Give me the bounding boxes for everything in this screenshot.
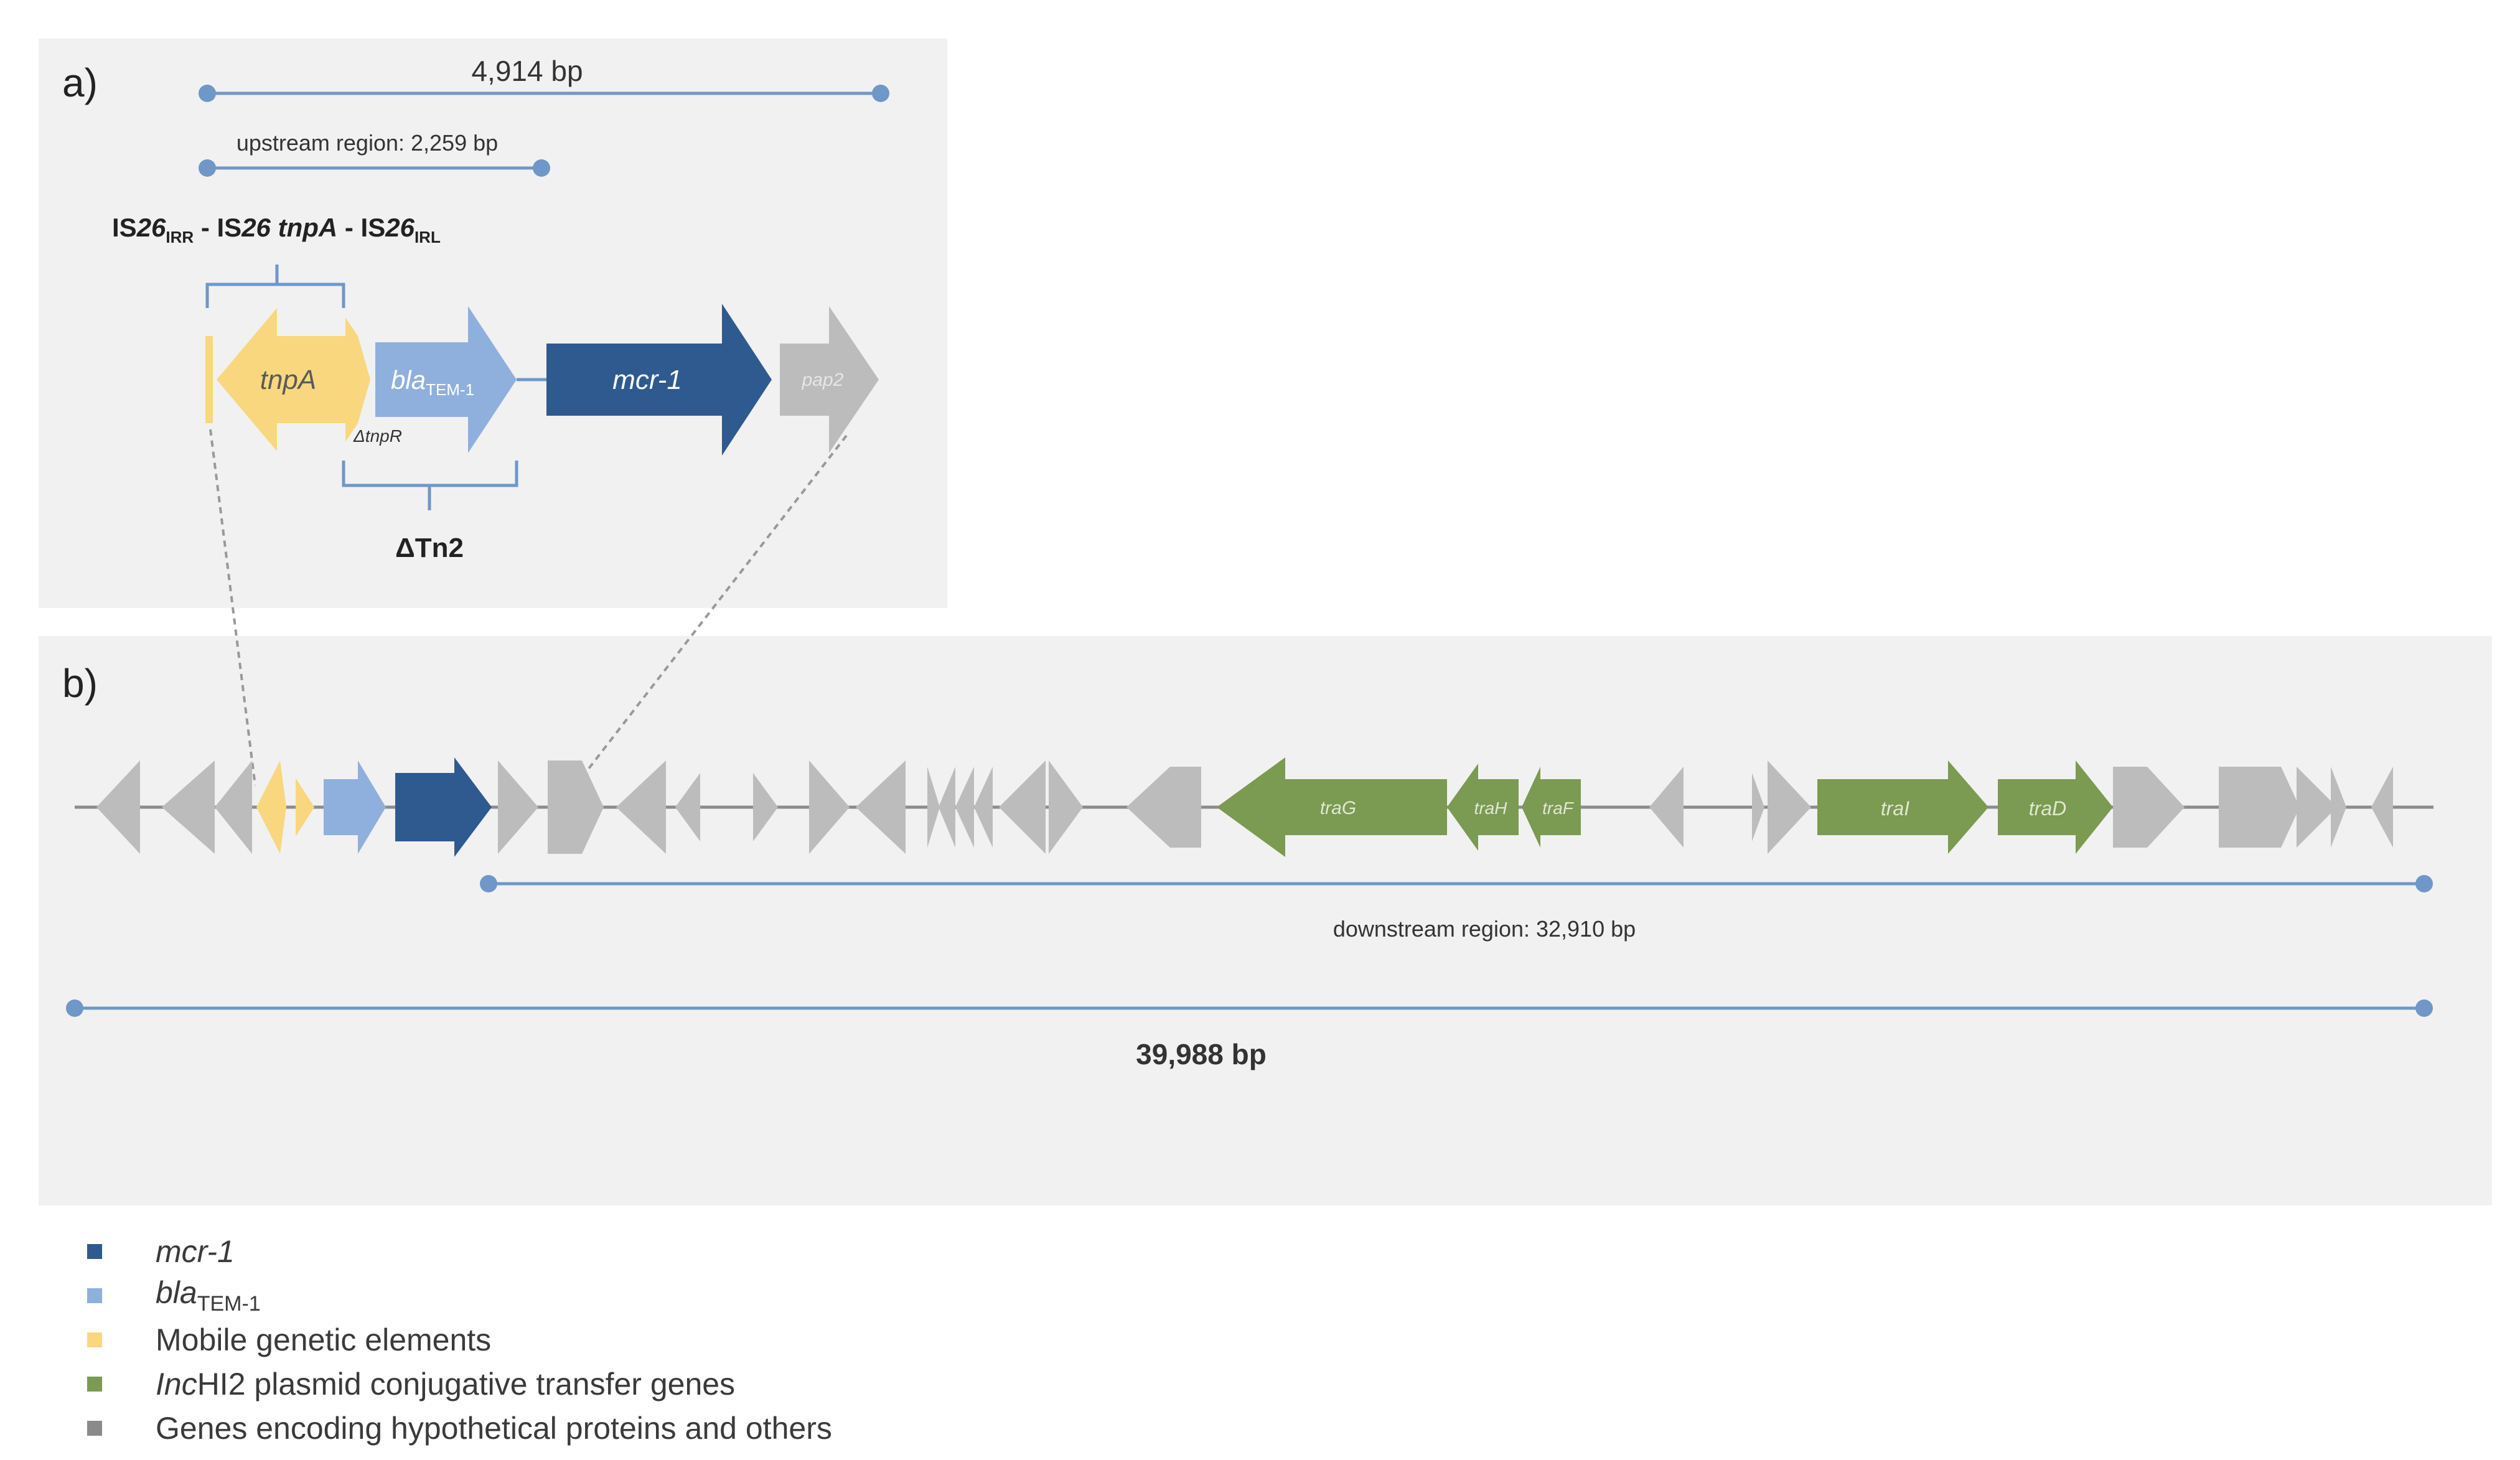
total-span-label-a: 4,914 bp <box>471 55 583 87</box>
tnpA-gene-arrow <box>217 308 345 451</box>
bla-gene-arrow <box>375 306 517 453</box>
mcr1-gene-arrow <box>546 304 772 456</box>
gene-arrow <box>2113 767 2185 848</box>
gene-arrow <box>955 767 974 848</box>
gene-arrow <box>675 773 700 841</box>
gene-arrow <box>96 760 140 854</box>
gene-arrow <box>927 767 940 848</box>
legend-swatch <box>87 1332 102 1347</box>
traI-gene-arrow <box>1817 760 1988 854</box>
mcr1-gene-arrow-b <box>395 757 492 857</box>
gene-arrow <box>2331 767 2346 848</box>
gene-arrow <box>616 760 666 854</box>
mcr1-gene-label: mcr-1 <box>612 365 682 395</box>
traD-gene-label: traD <box>2029 797 2066 820</box>
is26-label: IS26IRR - IS26 tnpA - IS26IRL <box>112 213 441 246</box>
legend-item-bla: blaTEM-1 <box>87 1273 832 1317</box>
span-end-dot <box>199 159 216 177</box>
gene-arrow <box>2219 767 2300 848</box>
delta-tnpR-label: ΔtnpR <box>353 426 402 446</box>
gene-arrow <box>1752 773 1764 841</box>
legend-swatch <box>87 1376 102 1392</box>
legend-swatch <box>87 1420 102 1436</box>
legend-item-other: Genes encoding hypothetical proteins and… <box>87 1406 832 1450</box>
legend-label: Genes encoding hypothetical proteins and… <box>156 1410 832 1446</box>
gene-arrow <box>753 773 778 841</box>
traI-gene-label: traI <box>1881 797 1909 820</box>
panel-b-background <box>39 636 2492 1205</box>
pap2-gene-label: pap2 <box>802 370 844 390</box>
total-span-label-b: 39,988 bp <box>1136 1038 1267 1070</box>
span-end-dot <box>66 999 83 1017</box>
is26-irr-element <box>205 336 213 423</box>
legend-swatch <box>87 1243 102 1259</box>
gene-arrow <box>548 760 604 854</box>
traH-gene-arrow <box>1447 764 1519 851</box>
legend-item-mcr1: mcr-1 <box>87 1229 832 1273</box>
legend-label: IncHI2 plasmid conjugative transfer gene… <box>156 1366 736 1402</box>
is26-irl-element <box>345 317 370 442</box>
gene-arrow <box>498 760 538 854</box>
gene-arrow <box>999 760 1046 854</box>
downstream-span-label: downstream region: 32,910 bp <box>1333 916 1636 942</box>
traG-gene-arrow <box>1217 757 1447 857</box>
legend: mcr-1 blaTEM-1 Mobile genetic elements I… <box>87 1229 832 1450</box>
legend-label: Mobile genetic elements <box>156 1322 492 1357</box>
gene-arrow <box>1649 767 1684 848</box>
mobile-element-arrow <box>256 760 286 854</box>
panel-b-label: b) <box>62 661 98 706</box>
bla-gene-arrow-b <box>324 760 386 854</box>
traF-gene-arrow <box>1522 767 1581 848</box>
bla-gene-label: blaTEM-1 <box>391 365 474 399</box>
legend-item-mobile: Mobile genetic elements <box>87 1317 832 1362</box>
traF-gene-label: traF <box>1542 798 1575 818</box>
legend-item-tra: IncHI2 plasmid conjugative transfer gene… <box>87 1362 832 1406</box>
span-end-dot <box>533 159 550 177</box>
panel-a-label: a) <box>62 60 98 105</box>
delta-tn2-bracket <box>342 461 518 510</box>
mobile-element-arrow <box>296 778 314 836</box>
span-end-dot <box>480 875 497 892</box>
gene-arrow <box>939 767 955 848</box>
span-end-dot <box>2415 999 2433 1017</box>
traD-gene-arrow <box>1998 760 2113 854</box>
gene-arrow <box>1768 760 1811 854</box>
gene-arrow <box>809 760 850 854</box>
hypothetical-genes <box>96 760 2393 854</box>
traG-gene-label: traG <box>1320 798 1356 818</box>
gene-arrow <box>1049 760 1083 854</box>
span-end-dot <box>872 85 889 102</box>
panel-a-background <box>39 39 947 608</box>
gene-arrow <box>215 760 252 854</box>
legend-label: blaTEM-1 <box>156 1275 261 1316</box>
span-end-dot <box>2415 875 2433 892</box>
legend-label: mcr-1 <box>156 1233 235 1269</box>
is26-bracket <box>205 264 345 308</box>
zoom-line-left <box>209 429 256 786</box>
gene-arrow <box>856 760 906 854</box>
gene-arrow <box>1127 767 1201 848</box>
legend-swatch <box>87 1288 102 1303</box>
traH-gene-label: traH <box>1474 798 1508 818</box>
gene-arrow <box>2297 767 2337 848</box>
gene-arrow <box>162 760 215 854</box>
span-end-dot <box>199 85 216 102</box>
pap2-gene-arrow <box>780 306 879 453</box>
delta-tn2-label: ΔTn2 <box>395 533 464 563</box>
gene-arrow <box>2371 767 2393 848</box>
upstream-span-label: upstream region: 2,259 bp <box>237 130 498 156</box>
gene-arrow <box>974 767 993 848</box>
tnpA-gene-label: tnpA <box>260 365 317 395</box>
